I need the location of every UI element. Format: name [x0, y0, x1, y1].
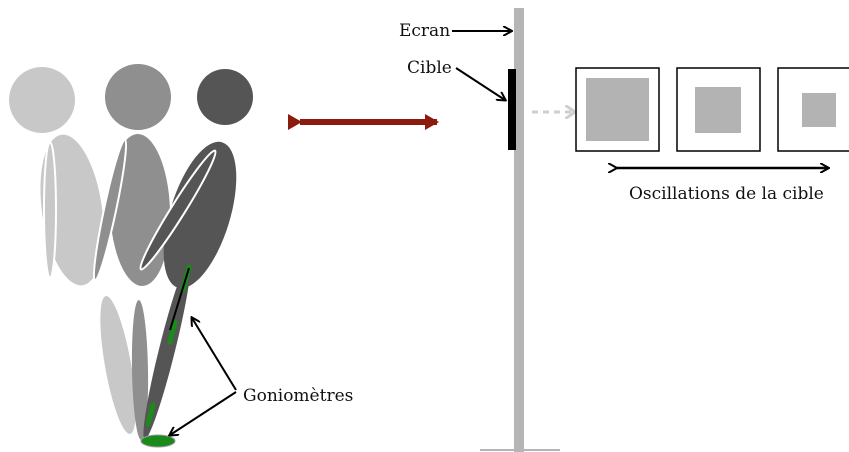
- target-label: Cible: [407, 58, 452, 78]
- goniometers-label: Goniomètres: [243, 386, 353, 406]
- figure-medium-legs: [131, 300, 149, 440]
- goniometer-link: [169, 267, 190, 331]
- figure-light-legs: [100, 296, 136, 434]
- target-square-small: [802, 93, 836, 127]
- figure-light: [9, 67, 136, 434]
- figure-light-torso: [40, 134, 104, 286]
- figure-dark-legs: [143, 260, 191, 440]
- figure-medium-head: [105, 64, 171, 130]
- screen-label: Ecran: [399, 21, 450, 41]
- figure-medium: [92, 64, 171, 440]
- figure-dark-torso: [163, 141, 237, 289]
- goniometer-sensors: [140, 264, 192, 448]
- goniometer-foot: [140, 434, 176, 448]
- figure-dark-head: [197, 69, 253, 125]
- figure-dark: [139, 69, 253, 440]
- target-square-medium: [695, 87, 741, 133]
- target-frame-medium: [676, 67, 761, 152]
- target-frame-small: [777, 67, 849, 152]
- pointer-arrow-icon: [455, 67, 505, 100]
- figure-dark-arm: [139, 149, 217, 271]
- figure-light-head: [9, 67, 75, 133]
- screen-bar: [514, 8, 524, 452]
- pointer-arrow-icon: [170, 391, 237, 435]
- goniometer-knee: [167, 319, 178, 345]
- target-square-large: [586, 78, 649, 141]
- pointer-arrow-icon: [192, 318, 237, 391]
- figure-light-arm: [43, 141, 57, 279]
- figure-medium-arm: [92, 138, 128, 282]
- target-frame-large: [575, 67, 660, 152]
- oscillations-label: Oscillations de la cible: [629, 184, 824, 204]
- goniometer-lower: [145, 402, 156, 427]
- target-bar: [508, 69, 516, 150]
